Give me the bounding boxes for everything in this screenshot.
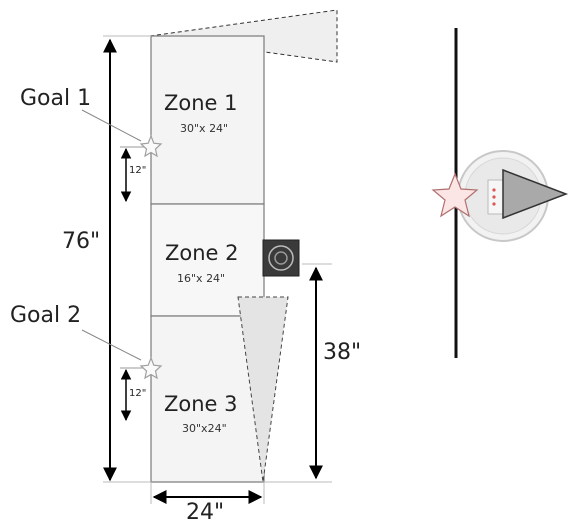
goal-2-offset-label: 12" [129,388,147,399]
robot-goal-star-icon [431,172,479,218]
goal-1-label: Goal 1 [20,86,92,111]
goal-2-leader [81,329,142,361]
sensor-cone-bottom [237,296,289,483]
zone-1-area [150,35,265,205]
sensor-distance-label: 38" [323,340,362,365]
goal-2-star-icon [139,356,163,380]
zone-1-title: Zone 1 [164,91,238,115]
width-label: 24" [186,500,225,525]
goal-1-leader [81,109,142,142]
zone-3-title: Zone 3 [164,392,238,416]
zone-2-title: Zone 2 [165,241,239,265]
beacon-icon [262,239,300,277]
zone-3-dims: 30"x24" [182,422,227,435]
robot-icon [457,150,569,242]
zone-1-dims: 30"x 24" [180,122,229,135]
total-length-label: 76" [62,229,101,254]
goal-1-star-icon [139,134,163,158]
goal-2-label: Goal 2 [10,303,82,328]
goal-1-offset-label: 12" [129,165,147,176]
zone-2-dims: 16"x 24" [177,272,226,285]
